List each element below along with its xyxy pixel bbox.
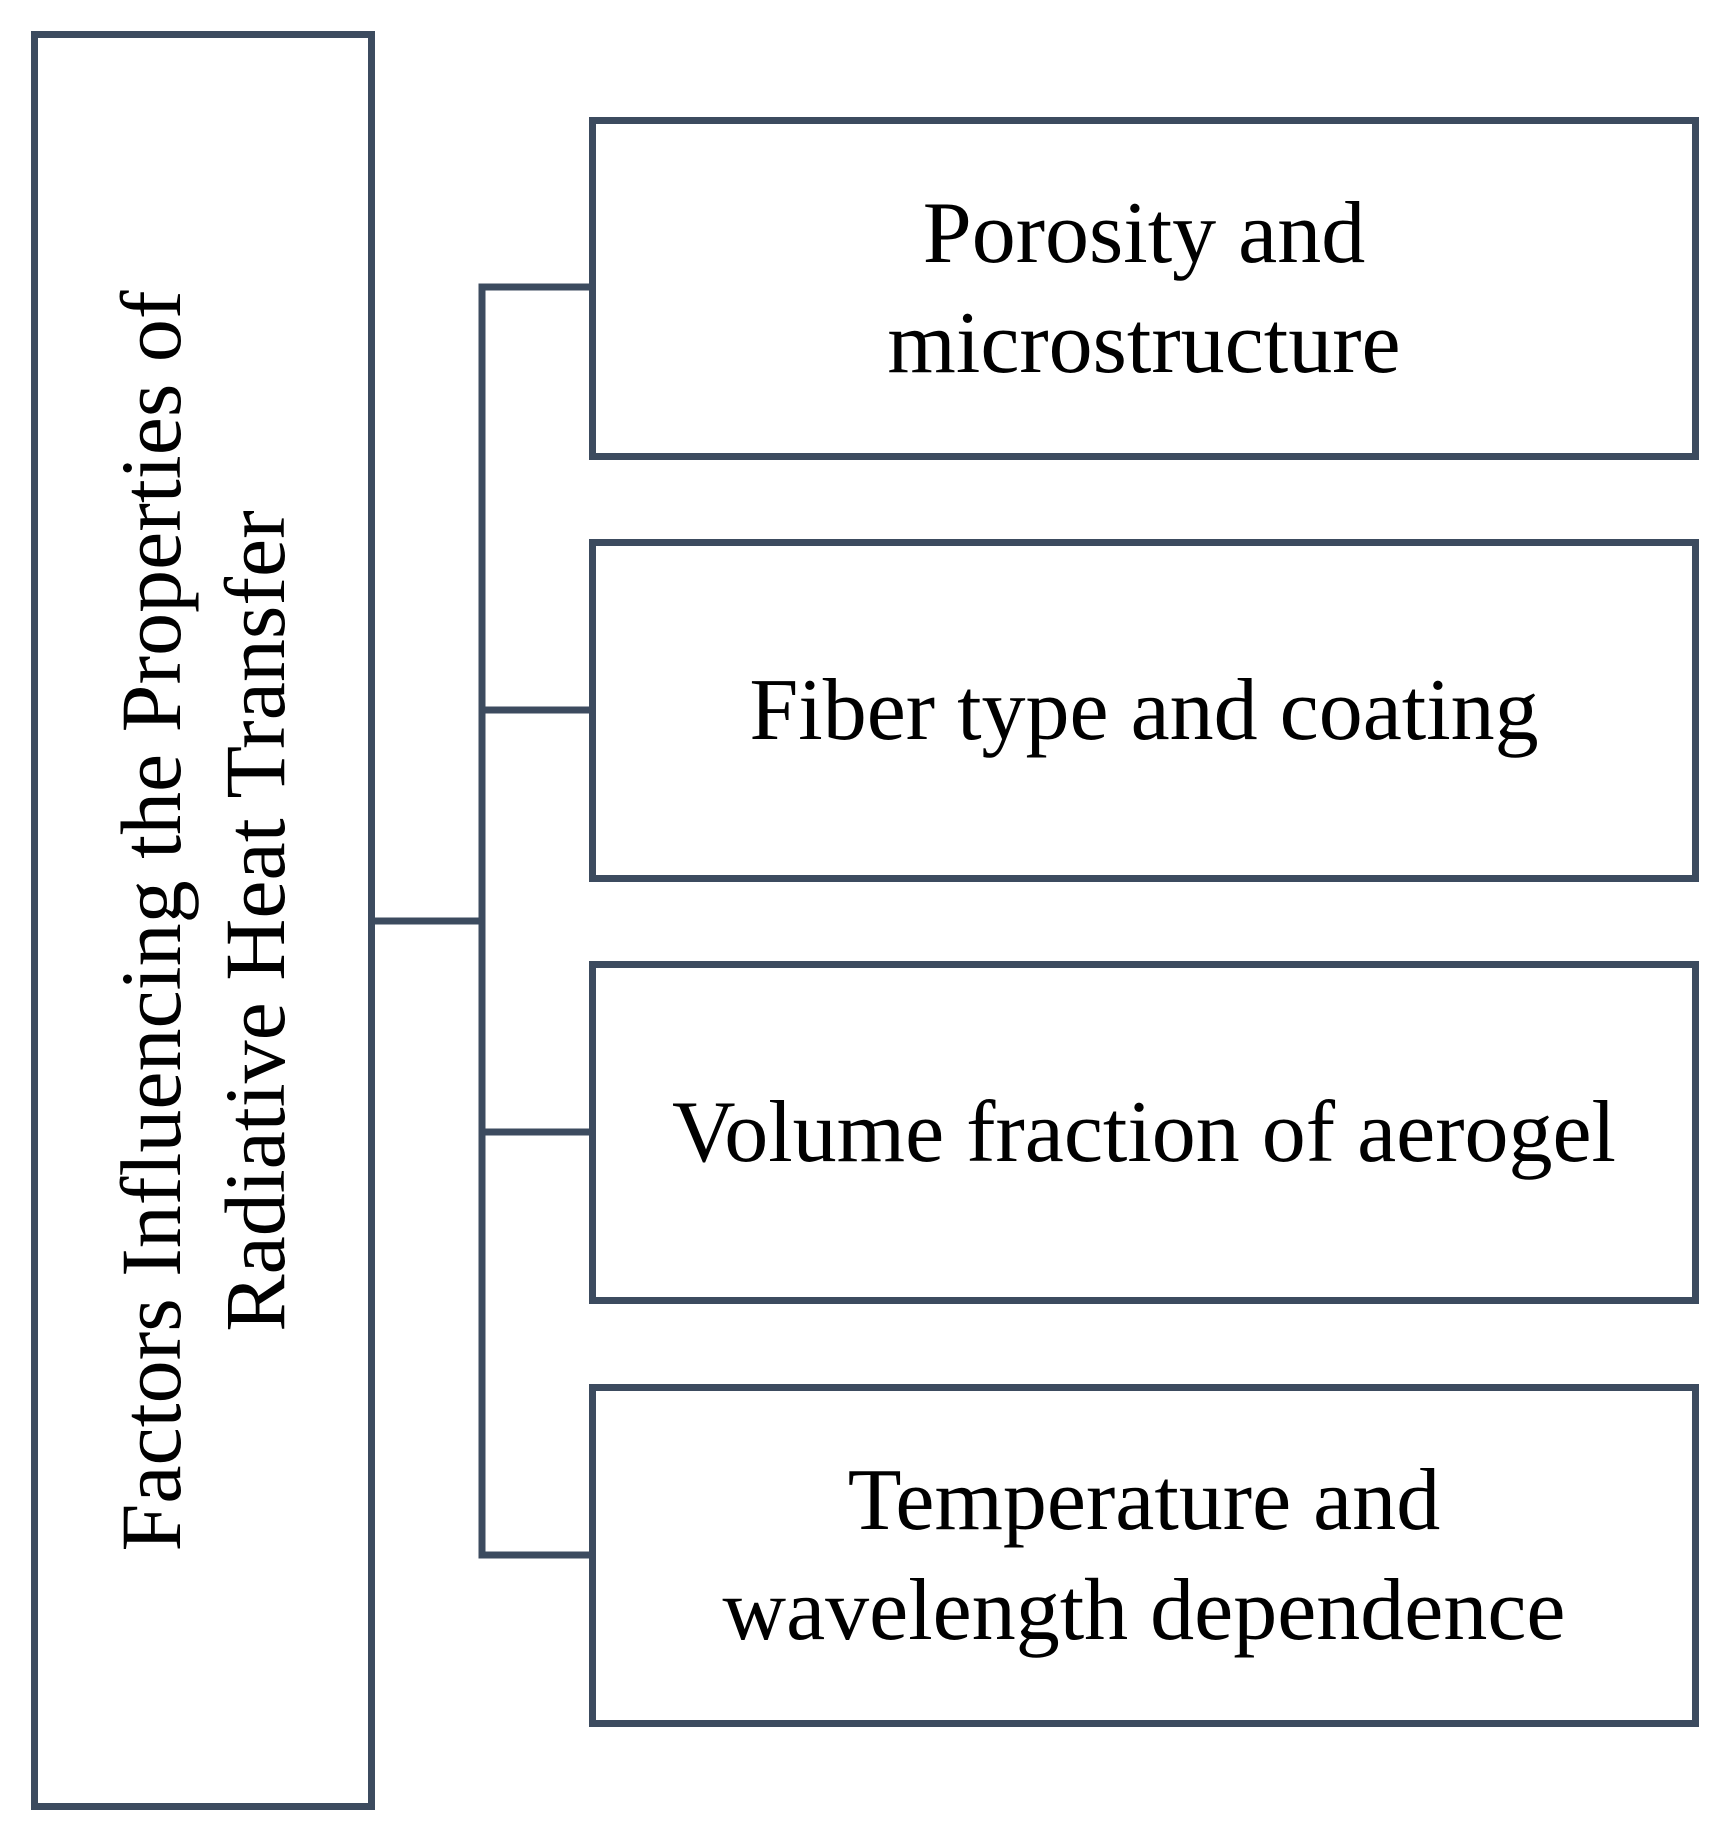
root-title: Factors Influencing the Properties of Ra… bbox=[99, 71, 307, 1771]
factor-box-temperature: Temperature and wavelength dependence bbox=[589, 1384, 1699, 1727]
root-title-line-1: Factors Influencing the Properties of bbox=[103, 290, 199, 1551]
factor-label-temperature: Temperature and wavelength dependence bbox=[723, 1446, 1566, 1666]
factor-label-porosity: Porosity and microstructure bbox=[887, 179, 1400, 399]
factor-label-line: microstructure bbox=[887, 294, 1401, 392]
factor-label-line: Fiber type and coating bbox=[749, 661, 1539, 759]
root-title-line-2: Radiative Heat Transfer bbox=[207, 509, 303, 1332]
factor-box-porosity: Porosity and microstructure bbox=[589, 117, 1699, 460]
factor-label-line: Porosity and bbox=[922, 184, 1366, 282]
factor-label-line: wavelength dependence bbox=[722, 1561, 1566, 1659]
factor-box-fiber: Fiber type and coating bbox=[589, 539, 1699, 882]
factor-label-line: Temperature and bbox=[847, 1451, 1441, 1549]
root-box: Factors Influencing the Properties of Ra… bbox=[31, 31, 375, 1810]
factor-box-volume-fraction: Volume fraction of aerogel bbox=[589, 961, 1699, 1304]
factor-label-volume-fraction: Volume fraction of aerogel bbox=[672, 1078, 1616, 1188]
factor-label-line: Volume fraction of aerogel bbox=[671, 1083, 1617, 1181]
factor-label-fiber: Fiber type and coating bbox=[749, 656, 1538, 766]
